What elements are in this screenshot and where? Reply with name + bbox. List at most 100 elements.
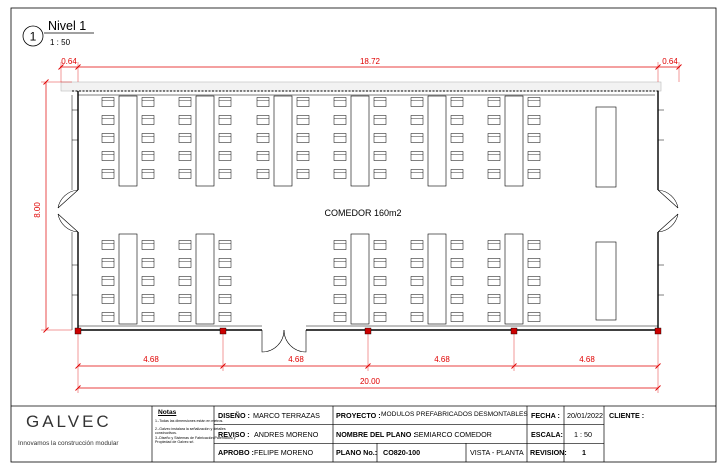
chair xyxy=(141,258,155,268)
chair xyxy=(410,151,424,161)
revision-value: 1 xyxy=(582,448,586,457)
sheet-border xyxy=(10,7,717,463)
chair xyxy=(487,294,501,304)
chair xyxy=(141,151,155,161)
chair xyxy=(450,276,464,286)
chair xyxy=(218,97,232,107)
dining-table xyxy=(504,95,524,187)
dining-furniture xyxy=(101,95,617,325)
chair xyxy=(487,276,501,286)
chair xyxy=(373,97,387,107)
chair xyxy=(101,258,115,268)
cliente-label: CLIENTE : xyxy=(609,411,645,420)
company-logo: GALVEC xyxy=(26,412,112,431)
title-block-grid xyxy=(11,405,716,462)
chair xyxy=(373,169,387,179)
dim-top-right: 0.64 xyxy=(662,57,678,66)
chair xyxy=(101,97,115,107)
chair xyxy=(450,151,464,161)
plano-no-value: CO820-100 xyxy=(383,448,421,457)
column xyxy=(364,327,372,335)
chair xyxy=(333,240,347,250)
dim-bay-4: 4.68 xyxy=(579,355,595,364)
chair xyxy=(218,240,232,250)
note-2: 2.-Galvec instalara la señalización y de… xyxy=(155,427,226,436)
chair xyxy=(218,133,232,143)
chair xyxy=(218,276,232,286)
chair xyxy=(450,97,464,107)
chair xyxy=(450,240,464,250)
chair xyxy=(178,240,192,250)
chair xyxy=(333,276,347,286)
chair xyxy=(101,276,115,286)
chair xyxy=(256,97,270,107)
dining-table xyxy=(195,233,215,325)
chair xyxy=(373,115,387,125)
view-title: Nivel 1 xyxy=(48,19,86,33)
dim-total: 20.00 xyxy=(360,377,381,386)
dim-bay-1: 4.68 xyxy=(143,355,159,364)
chair xyxy=(141,115,155,125)
dining-table xyxy=(195,95,215,187)
dining-table xyxy=(504,233,524,325)
chair xyxy=(178,133,192,143)
chair xyxy=(527,133,541,143)
chair xyxy=(178,115,192,125)
aprobo-value: FELIPE MORENO xyxy=(254,448,314,457)
chair xyxy=(333,294,347,304)
reviso-value: ANDRES MORENO xyxy=(254,430,319,439)
chair xyxy=(450,169,464,179)
chair xyxy=(527,240,541,250)
chair xyxy=(373,133,387,143)
chair xyxy=(410,240,424,250)
chair xyxy=(333,151,347,161)
note-1: 1.-Todas las dimensiones están en metros… xyxy=(155,419,224,423)
chair xyxy=(487,240,501,250)
chair xyxy=(527,151,541,161)
chair xyxy=(296,115,310,125)
chair xyxy=(410,294,424,304)
chair xyxy=(410,312,424,322)
chair xyxy=(373,151,387,161)
chair xyxy=(487,151,501,161)
chair xyxy=(487,312,501,322)
revision-label: REVISION: xyxy=(530,448,567,457)
escala-value: 1 : 50 xyxy=(574,430,592,439)
chair xyxy=(218,294,232,304)
chair xyxy=(527,294,541,304)
diseno-label: DISEÑO : xyxy=(218,411,250,420)
notes-title: Notas xyxy=(158,409,177,416)
chair xyxy=(101,240,115,250)
fecha-label: FECHA : xyxy=(531,411,560,420)
chair xyxy=(410,115,424,125)
vista-value: VISTA - PLANTA xyxy=(470,448,524,457)
chair xyxy=(333,133,347,143)
chair xyxy=(373,276,387,286)
nombre-plano-value: SEMIARCO COMEDOR xyxy=(414,430,492,439)
chair xyxy=(487,133,501,143)
chair xyxy=(487,258,501,268)
chair xyxy=(333,312,347,322)
chair xyxy=(410,276,424,286)
chair xyxy=(101,151,115,161)
dim-left-height: 8.00 xyxy=(33,202,42,218)
chair xyxy=(450,133,464,143)
plano-no-label: PLANO No.: xyxy=(336,448,378,457)
escala-label: ESCALA: xyxy=(531,430,563,439)
east-door-leaf-bottom xyxy=(657,213,679,233)
view-number-circle xyxy=(22,25,44,47)
dim-bay-3: 4.68 xyxy=(434,355,450,364)
chair xyxy=(141,97,155,107)
chair xyxy=(527,276,541,286)
chair xyxy=(527,97,541,107)
south-door-leaf-left xyxy=(261,329,285,353)
chair xyxy=(218,312,232,322)
column xyxy=(219,327,227,335)
chair xyxy=(256,169,270,179)
chair xyxy=(487,97,501,107)
window-marks xyxy=(72,109,664,296)
chair xyxy=(487,169,501,179)
proyecto-value: MODULOS PREFABRICADOS DESMONTABLES xyxy=(381,411,528,418)
chair xyxy=(256,151,270,161)
